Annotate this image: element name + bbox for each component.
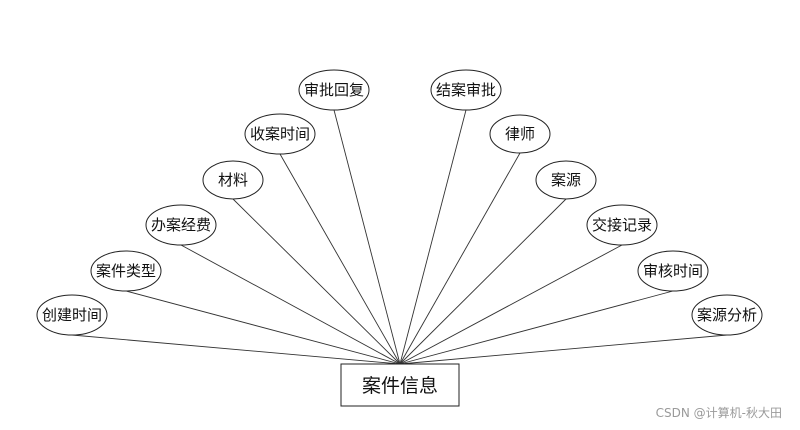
attribute-ellipse-review-reply	[298, 69, 370, 111]
attribute-review-reply: 审批回复	[298, 69, 370, 111]
attribute-ellipse-case-source-analysis	[691, 294, 763, 336]
attribute-ellipse-case-type	[90, 250, 162, 292]
attribute-ellipse-handover-record	[586, 204, 658, 246]
connector-materials	[232, 198, 401, 365]
connector-lawyer	[399, 152, 521, 365]
attribute-ellipses: 创建时间 案件类型 办案经费 材料 收案时间 审批回复 结案审批律师案源交接记录审核时间案源…	[36, 69, 763, 336]
connector-review-reply	[333, 109, 401, 365]
connector-lines	[71, 109, 728, 365]
connector-handover-record	[399, 244, 623, 365]
attribute-label-audit-time: 审核时间	[643, 262, 703, 280]
attribute-label-receive-time: 收案时间	[250, 125, 310, 143]
entity-rect	[340, 363, 460, 407]
attribute-audit-time: 审核时间	[637, 250, 709, 292]
attribute-ellipse-closing-approval	[430, 69, 502, 111]
connector-closing-approval	[399, 109, 467, 365]
attribute-ellipse-handling-cost	[145, 204, 217, 246]
attribute-handover-record: 交接记录	[586, 204, 658, 246]
attribute-case-source: 案源	[535, 160, 597, 200]
attribute-ellipse-create-time	[36, 294, 108, 336]
attribute-lawyer: 律师	[489, 114, 551, 154]
attribute-case-source-analysis: 案源分析	[691, 294, 763, 336]
entity-box: 案件信息	[340, 363, 460, 407]
attribute-label-closing-approval: 结案审批	[436, 81, 496, 99]
attribute-label-create-time: 创建时间	[42, 306, 102, 324]
attribute-label-handover-record: 交接记录	[592, 216, 652, 234]
attribute-label-case-type: 案件类型	[96, 262, 156, 280]
attribute-ellipse-materials	[202, 160, 264, 200]
attribute-case-type: 案件类型	[90, 250, 162, 292]
connector-handling-cost	[180, 244, 401, 365]
attribute-create-time: 创建时间	[36, 294, 108, 336]
attribute-closing-approval: 结案审批	[430, 69, 502, 111]
connector-create-time	[71, 334, 401, 365]
attribute-handling-cost: 办案经费	[145, 204, 217, 246]
attribute-label-handling-cost: 办案经费	[151, 216, 211, 234]
attribute-ellipse-lawyer	[489, 114, 551, 154]
connector-case-type	[125, 290, 401, 365]
attribute-ellipse-receive-time	[244, 113, 316, 155]
connector-case-source	[399, 198, 567, 365]
attribute-label-lawyer: 律师	[505, 125, 535, 143]
connector-case-source-analysis	[399, 334, 728, 365]
entity-label: 案件信息	[362, 375, 438, 397]
attribute-materials: 材料	[202, 160, 264, 200]
connector-receive-time	[279, 153, 401, 365]
attribute-ellipse-case-source	[535, 160, 597, 200]
attribute-label-materials: 材料	[218, 171, 248, 189]
attribute-label-case-source: 案源	[551, 171, 581, 189]
connector-audit-time	[399, 290, 674, 365]
attribute-label-review-reply: 审批回复	[304, 81, 364, 99]
watermark: CSDN @计算机-秋大田	[655, 406, 782, 420]
attribute-label-case-source-analysis: 案源分析	[697, 306, 757, 324]
attribute-ellipse-audit-time	[637, 250, 709, 292]
attribute-receive-time: 收案时间	[244, 113, 316, 155]
